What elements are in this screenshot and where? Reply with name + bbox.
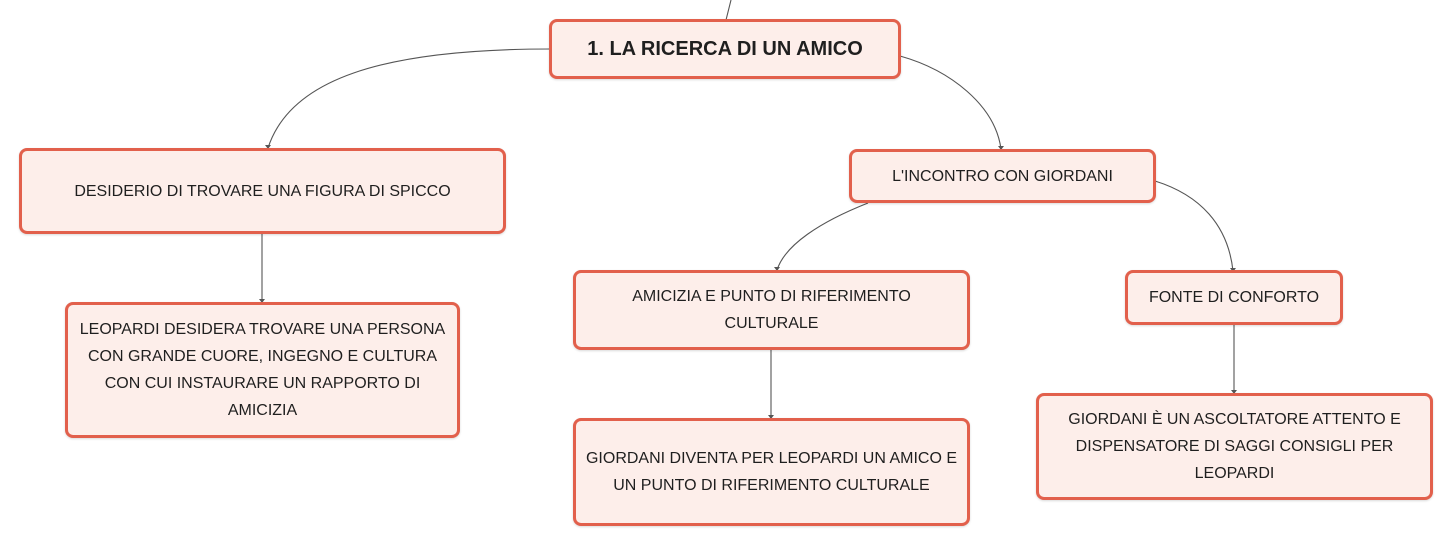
node-giordani-ascoltatore-label: GIORDANI È UN ASCOLTATORE ATTENTO E DISP… <box>1068 411 1401 482</box>
connector-parent-to-root <box>725 0 732 21</box>
node-leopardi-desidera[interactable]: LEOPARDI DESIDERA TROVARE UNA PERSONA CO… <box>65 302 460 438</box>
node-desiderio-label: DESIDERIO DI TROVARE UNA FIGURA DI SPICC… <box>74 182 451 200</box>
arrowhead-giordani-diventa <box>768 415 774 419</box>
arrowhead-giordani-ascoltatore <box>1231 390 1237 394</box>
arrowhead-desiderio <box>265 145 271 149</box>
arrowhead-incontro <box>998 146 1004 150</box>
node-amicizia[interactable]: AMICIZIA E PUNTO DI RIFERIMENTO CULTURAL… <box>573 270 970 350</box>
node-giordani-ascoltatore[interactable]: GIORDANI È UN ASCOLTATORE ATTENTO E DISP… <box>1036 393 1433 500</box>
connector-root-to-desiderio <box>267 48 552 149</box>
arrowhead-amicizia <box>774 267 780 271</box>
connector-incontro-to-fonte <box>1154 180 1234 272</box>
node-incontro[interactable]: L'INCONTRO CON GIORDANI <box>849 149 1156 203</box>
node-incontro-label: L'INCONTRO CON GIORDANI <box>892 167 1113 185</box>
node-fonte-label: FONTE DI CONFORTO <box>1148 289 1320 306</box>
connector-root-to-incontro <box>899 55 1002 150</box>
root-node[interactable]: 1. LA RICERCA DI UN AMICO <box>549 19 901 79</box>
node-amicizia-label: AMICIZIA E PUNTO DI RIFERIMENTO CULTURAL… <box>632 288 911 332</box>
root-node-label: 1. LA RICERCA DI UN AMICO <box>587 37 863 60</box>
node-desiderio[interactable]: DESIDERIO DI TROVARE UNA FIGURA DI SPICC… <box>19 148 506 234</box>
node-leopardi-desidera-label: LEOPARDI DESIDERA TROVARE UNA PERSONA CO… <box>79 321 446 419</box>
node-fonte[interactable]: FONTE DI CONFORTO <box>1125 270 1343 325</box>
node-giordani-diventa[interactable]: GIORDANI DIVENTA PER LEOPARDI UN AMICO E… <box>573 418 970 526</box>
arrowhead-leopardi <box>259 299 265 303</box>
node-giordani-diventa-label: GIORDANI DIVENTA PER LEOPARDI UN AMICO E… <box>585 450 958 494</box>
connector-incontro-to-amicizia <box>776 202 869 271</box>
